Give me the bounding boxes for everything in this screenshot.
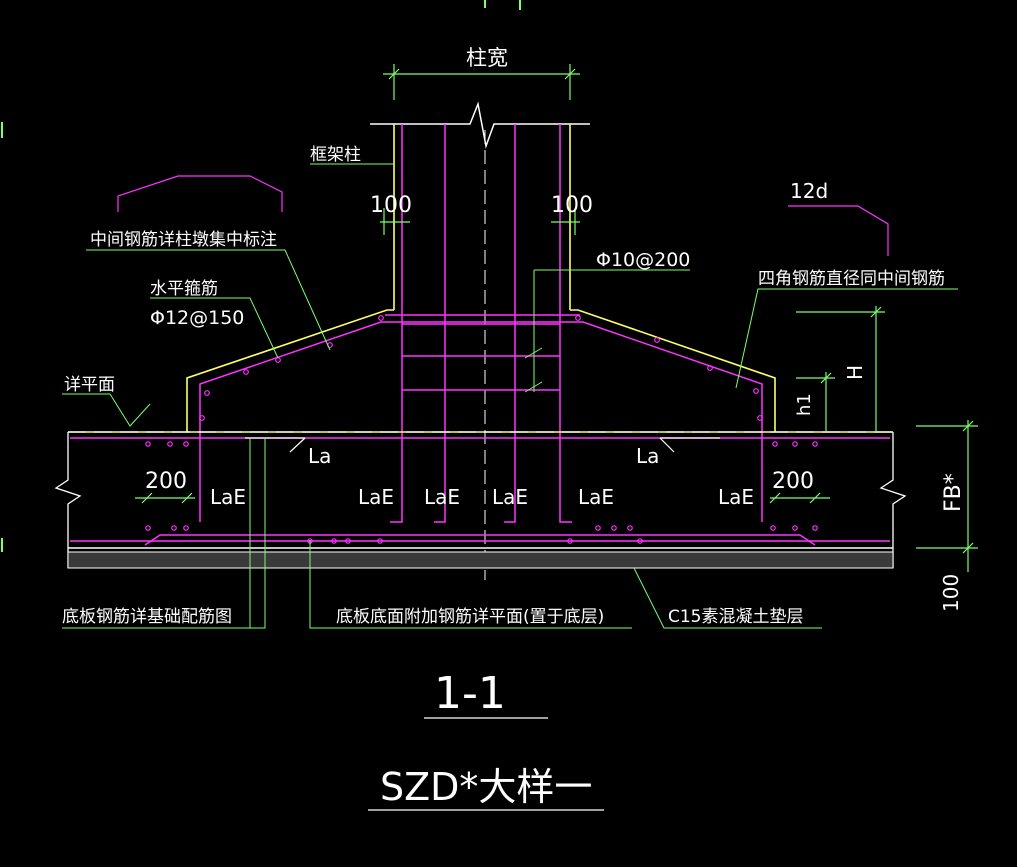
detail-plan-label: 详平面	[64, 375, 115, 395]
dim-h-label: H	[843, 365, 867, 380]
dim-200-lines	[135, 492, 830, 504]
lae-label-4: LaE	[492, 485, 528, 509]
slab-rebar	[70, 437, 890, 546]
dim-fb-label: FB*	[941, 473, 966, 512]
drawing-title: SZD*大样一	[380, 765, 592, 809]
lae-label-3: LaE	[424, 485, 460, 509]
column-outline	[186, 124, 776, 432]
dim-100-cover-lines	[380, 208, 580, 235]
cushion-layer	[67, 551, 894, 569]
dim-fb-lines	[916, 420, 978, 572]
bracket-marks	[117, 175, 889, 256]
pier-rebar	[199, 124, 763, 523]
lae-label-6: LaE	[718, 485, 754, 509]
la-right-label: La	[636, 444, 659, 468]
slab-rebar-dots	[145, 441, 818, 544]
dim-100-bottom-label: 100	[939, 574, 963, 612]
dim-200-right-label: 200	[772, 469, 814, 494]
lae-label-1: LaE	[210, 485, 246, 509]
section-id: 1-1	[434, 668, 506, 719]
title-underlines	[368, 717, 604, 811]
dim-200-left-label: 200	[145, 469, 187, 494]
stirrup-spec-label: Φ10@200	[596, 249, 690, 271]
additional-bars-note: 底板底面附加钢筋详平面(置于底层)	[336, 607, 604, 627]
hook-12d-label: 12d	[790, 179, 828, 203]
la-hooks	[245, 437, 720, 453]
la-left-label: La	[308, 444, 331, 468]
column-width-dimension	[383, 64, 580, 100]
slab-outline	[54, 431, 907, 568]
top-stub-lines	[484, 0, 521, 10]
slab-bars-note: 底板钢筋详基础配筋图	[62, 607, 232, 627]
cover-left-label: 100	[370, 193, 412, 218]
corner-bar-note: 四角钢筋直径同中间钢筋	[758, 269, 945, 289]
column-width-label: 柱宽	[466, 46, 508, 70]
horizontal-bar-spec: Φ12@150	[150, 307, 244, 329]
leader-lines	[62, 163, 958, 629]
dim-h1-label: h1	[794, 393, 815, 416]
cushion-note: C15素混凝土垫层	[668, 607, 804, 627]
column-break-line	[370, 101, 590, 149]
lae-label-2: LaE	[358, 485, 394, 509]
lae-label-5: LaE	[578, 485, 614, 509]
dim-h-lines	[796, 306, 885, 432]
frame-column-label: 框架柱	[310, 145, 361, 165]
rebar-dots	[199, 315, 763, 421]
horizontal-bar-label: 水平箍筋	[150, 279, 218, 299]
cover-right-label: 100	[551, 193, 593, 218]
middle-bar-note: 中间钢筋详柱墩集中标注	[90, 230, 277, 250]
